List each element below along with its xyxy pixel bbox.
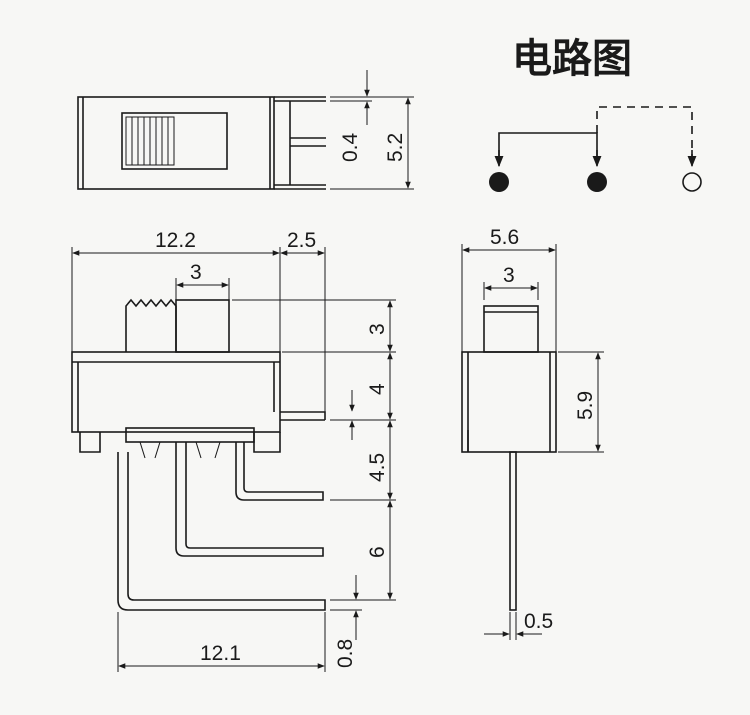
- top-slot: [121, 112, 228, 170]
- dim-body-width: 12.2: [155, 229, 196, 252]
- dim-tab: 2.5: [287, 229, 316, 252]
- side-knob: [175, 299, 230, 353]
- schematic-title: 电路图: [512, 36, 632, 82]
- front-body: [461, 351, 557, 453]
- front-dim-knob: 3: [503, 264, 515, 287]
- contact-3: [682, 172, 702, 192]
- side-body: [71, 351, 281, 433]
- dim-pin-thickness: 0.8: [334, 639, 357, 668]
- top-body: [77, 96, 275, 190]
- knob-grip: [125, 116, 175, 166]
- leg-bottom: [117, 452, 326, 611]
- front-knob: [483, 305, 539, 353]
- leg-top: [235, 442, 324, 501]
- front-view: 5.6 3 0.5 5.9: [461, 226, 604, 640]
- dim-knob-width: 3: [190, 261, 202, 284]
- dim-leg-top: 4.5: [366, 453, 389, 482]
- front-dim-height: 5.9: [574, 391, 597, 420]
- dim-height: 5.2: [384, 133, 407, 162]
- front-dim-width: 5.6: [490, 226, 519, 249]
- circuit-schematic: [489, 106, 702, 192]
- dim-body-height: 4: [366, 383, 389, 395]
- top-view: 0.4 5.2: [77, 70, 414, 190]
- dim-gap: 0.4: [339, 132, 362, 162]
- contact-2: [587, 172, 607, 192]
- leg-middle: [175, 442, 324, 557]
- dim-overall-width: 12.1: [200, 642, 241, 665]
- side-view: 12.2 2.5 3: [71, 229, 396, 672]
- front-dim-pin: 0.5: [524, 610, 553, 633]
- front-pin: [509, 451, 517, 611]
- dim-leg-pitch: 6: [366, 546, 389, 558]
- dim-knob-height: 3: [366, 323, 389, 335]
- contact-1: [489, 172, 509, 192]
